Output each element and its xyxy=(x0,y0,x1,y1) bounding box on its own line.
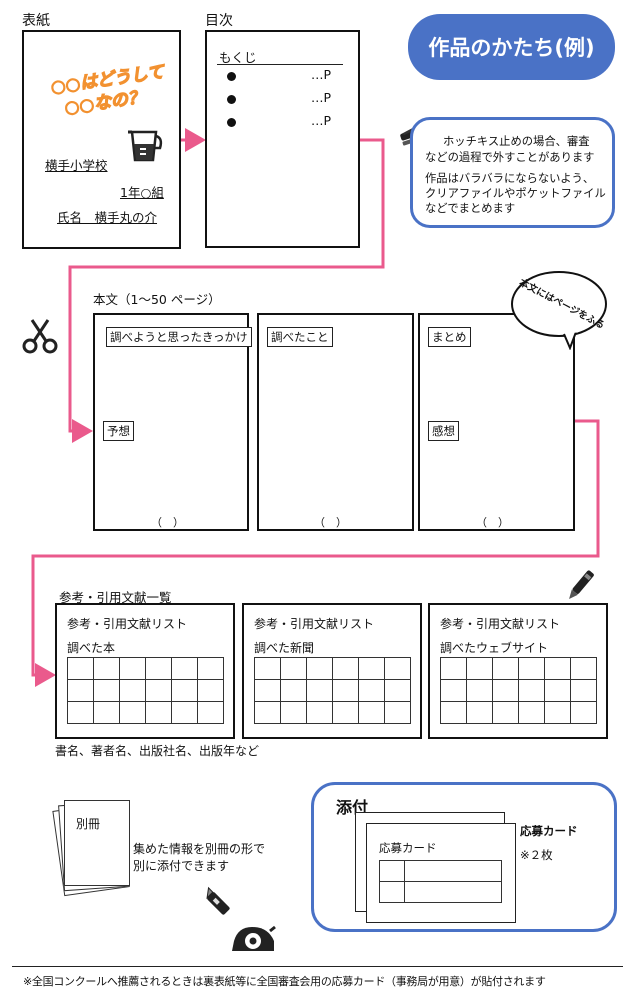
measuring-cup-icon xyxy=(128,130,163,162)
toc-entry: …P xyxy=(311,113,332,128)
bessatsu-stack: 別冊 xyxy=(52,800,130,897)
refs-label: 参考・引用文献一覧 xyxy=(59,590,172,605)
ref-box-sub: 調べたウェブサイト xyxy=(440,641,549,655)
footer-rule xyxy=(12,966,623,967)
attachment-side-title: 応募カード xyxy=(520,824,578,838)
page2-tag-research: 調べたこと xyxy=(267,327,333,347)
cover-grade: 1年○組 xyxy=(120,185,164,200)
page-number-placeholder: （ ） xyxy=(314,516,347,529)
toc-bullet xyxy=(227,72,236,81)
cover-name: 氏名 横手丸の介 xyxy=(57,210,158,225)
ref-box-sub: 調べた新聞 xyxy=(254,641,315,655)
cover-school: 横手小学校 xyxy=(45,158,108,173)
page-number-placeholder: （ ） xyxy=(476,516,509,529)
card-label: 応募カード xyxy=(379,841,437,855)
body-section-label: 本文（1～50 ページ） xyxy=(93,292,221,307)
body-page-3: まとめ 感想 （ ） xyxy=(418,313,575,531)
toc-page: もくじ …P …P …P xyxy=(205,30,360,248)
staple-note-box: ホッチキス止めの場合、審査 などの過程で外すことがあります 作品はバラバラになら… xyxy=(410,117,615,228)
speech-bubble xyxy=(511,271,607,350)
staple-note-line5: などでまとめます xyxy=(425,202,516,215)
cutter-knife-icon xyxy=(206,886,230,915)
bessatsu-label: 別冊 xyxy=(76,817,101,831)
card-table xyxy=(379,860,502,903)
page1-tag-motivation: 調べようと思ったきっかけ xyxy=(106,327,252,347)
staple-note-line2: などの過程で外すことがあります xyxy=(425,151,595,164)
staple-note-line1: ホッチキス止めの場合、審査 xyxy=(443,135,590,148)
body-page-1: 調べようと思ったきっかけ 予想 （ ） xyxy=(93,313,252,531)
attachment-side-count: ※２枚 xyxy=(520,848,553,862)
ref-box-websites: 参考・引用文献リスト 調べたウェブサイト xyxy=(428,603,608,739)
ref-box-title: 参考・引用文献リスト xyxy=(440,617,561,631)
page-number-placeholder: （ ） xyxy=(151,516,184,529)
ref-box-sub: 調べた本 xyxy=(67,641,116,655)
ref-table xyxy=(254,657,411,724)
toc-bullet xyxy=(227,118,236,127)
footer-note: ※全国コンクールへ推薦されるときは裏表紙等に全国審査会用の応募カード（事務局が用… xyxy=(23,975,546,988)
bessatsu-line1: 集めた情報を別冊の形で xyxy=(133,842,266,856)
application-card: 応募カード xyxy=(366,823,516,923)
toc-entry: …P xyxy=(311,90,332,105)
toc-entry: …P xyxy=(311,67,332,82)
body-page-2: 調べたこと （ ） xyxy=(257,313,414,531)
tape-dispenser-icon xyxy=(232,925,276,951)
toc-bullet xyxy=(227,95,236,104)
ref-box-newspapers: 参考・引用文献リスト 調べた新聞 xyxy=(242,603,422,739)
refs-footnote: 書名、著者名、出版社名、出版年など xyxy=(55,744,260,758)
ref-box-title: 参考・引用文献リスト xyxy=(254,617,375,631)
title-badge-text: 作品のかたち(例) xyxy=(428,36,595,60)
ref-table xyxy=(67,657,224,724)
page1-tag-prediction: 予想 xyxy=(103,421,134,441)
staple-note-line4: クリアファイルやポケットファイル xyxy=(425,187,606,200)
staple-note-line3: 作品はバラバラにならないよう、 xyxy=(425,172,595,185)
bessatsu-sheet: 別冊 xyxy=(64,800,130,886)
toc-heading: もくじ xyxy=(219,50,257,65)
scissors-icon xyxy=(22,319,58,354)
toc-label: 目次 xyxy=(205,13,233,29)
page3-tag-summary: まとめ xyxy=(428,327,471,347)
ref-table xyxy=(440,657,597,724)
page3-tag-impression: 感想 xyxy=(428,421,459,441)
ref-box-books: 参考・引用文献リスト 調べた本 xyxy=(55,603,235,739)
toc-heading-rule xyxy=(217,64,343,65)
title-badge: 作品のかたち(例) xyxy=(408,14,615,80)
attachment-box: 添付 応募カード 応募カード ※２枚 xyxy=(311,782,617,932)
bessatsu-line2: 別に添付できます xyxy=(133,859,230,873)
cover-label: 表紙 xyxy=(22,13,50,29)
ref-box-title: 参考・引用文献リスト xyxy=(67,617,188,631)
pen-icon xyxy=(569,570,594,600)
